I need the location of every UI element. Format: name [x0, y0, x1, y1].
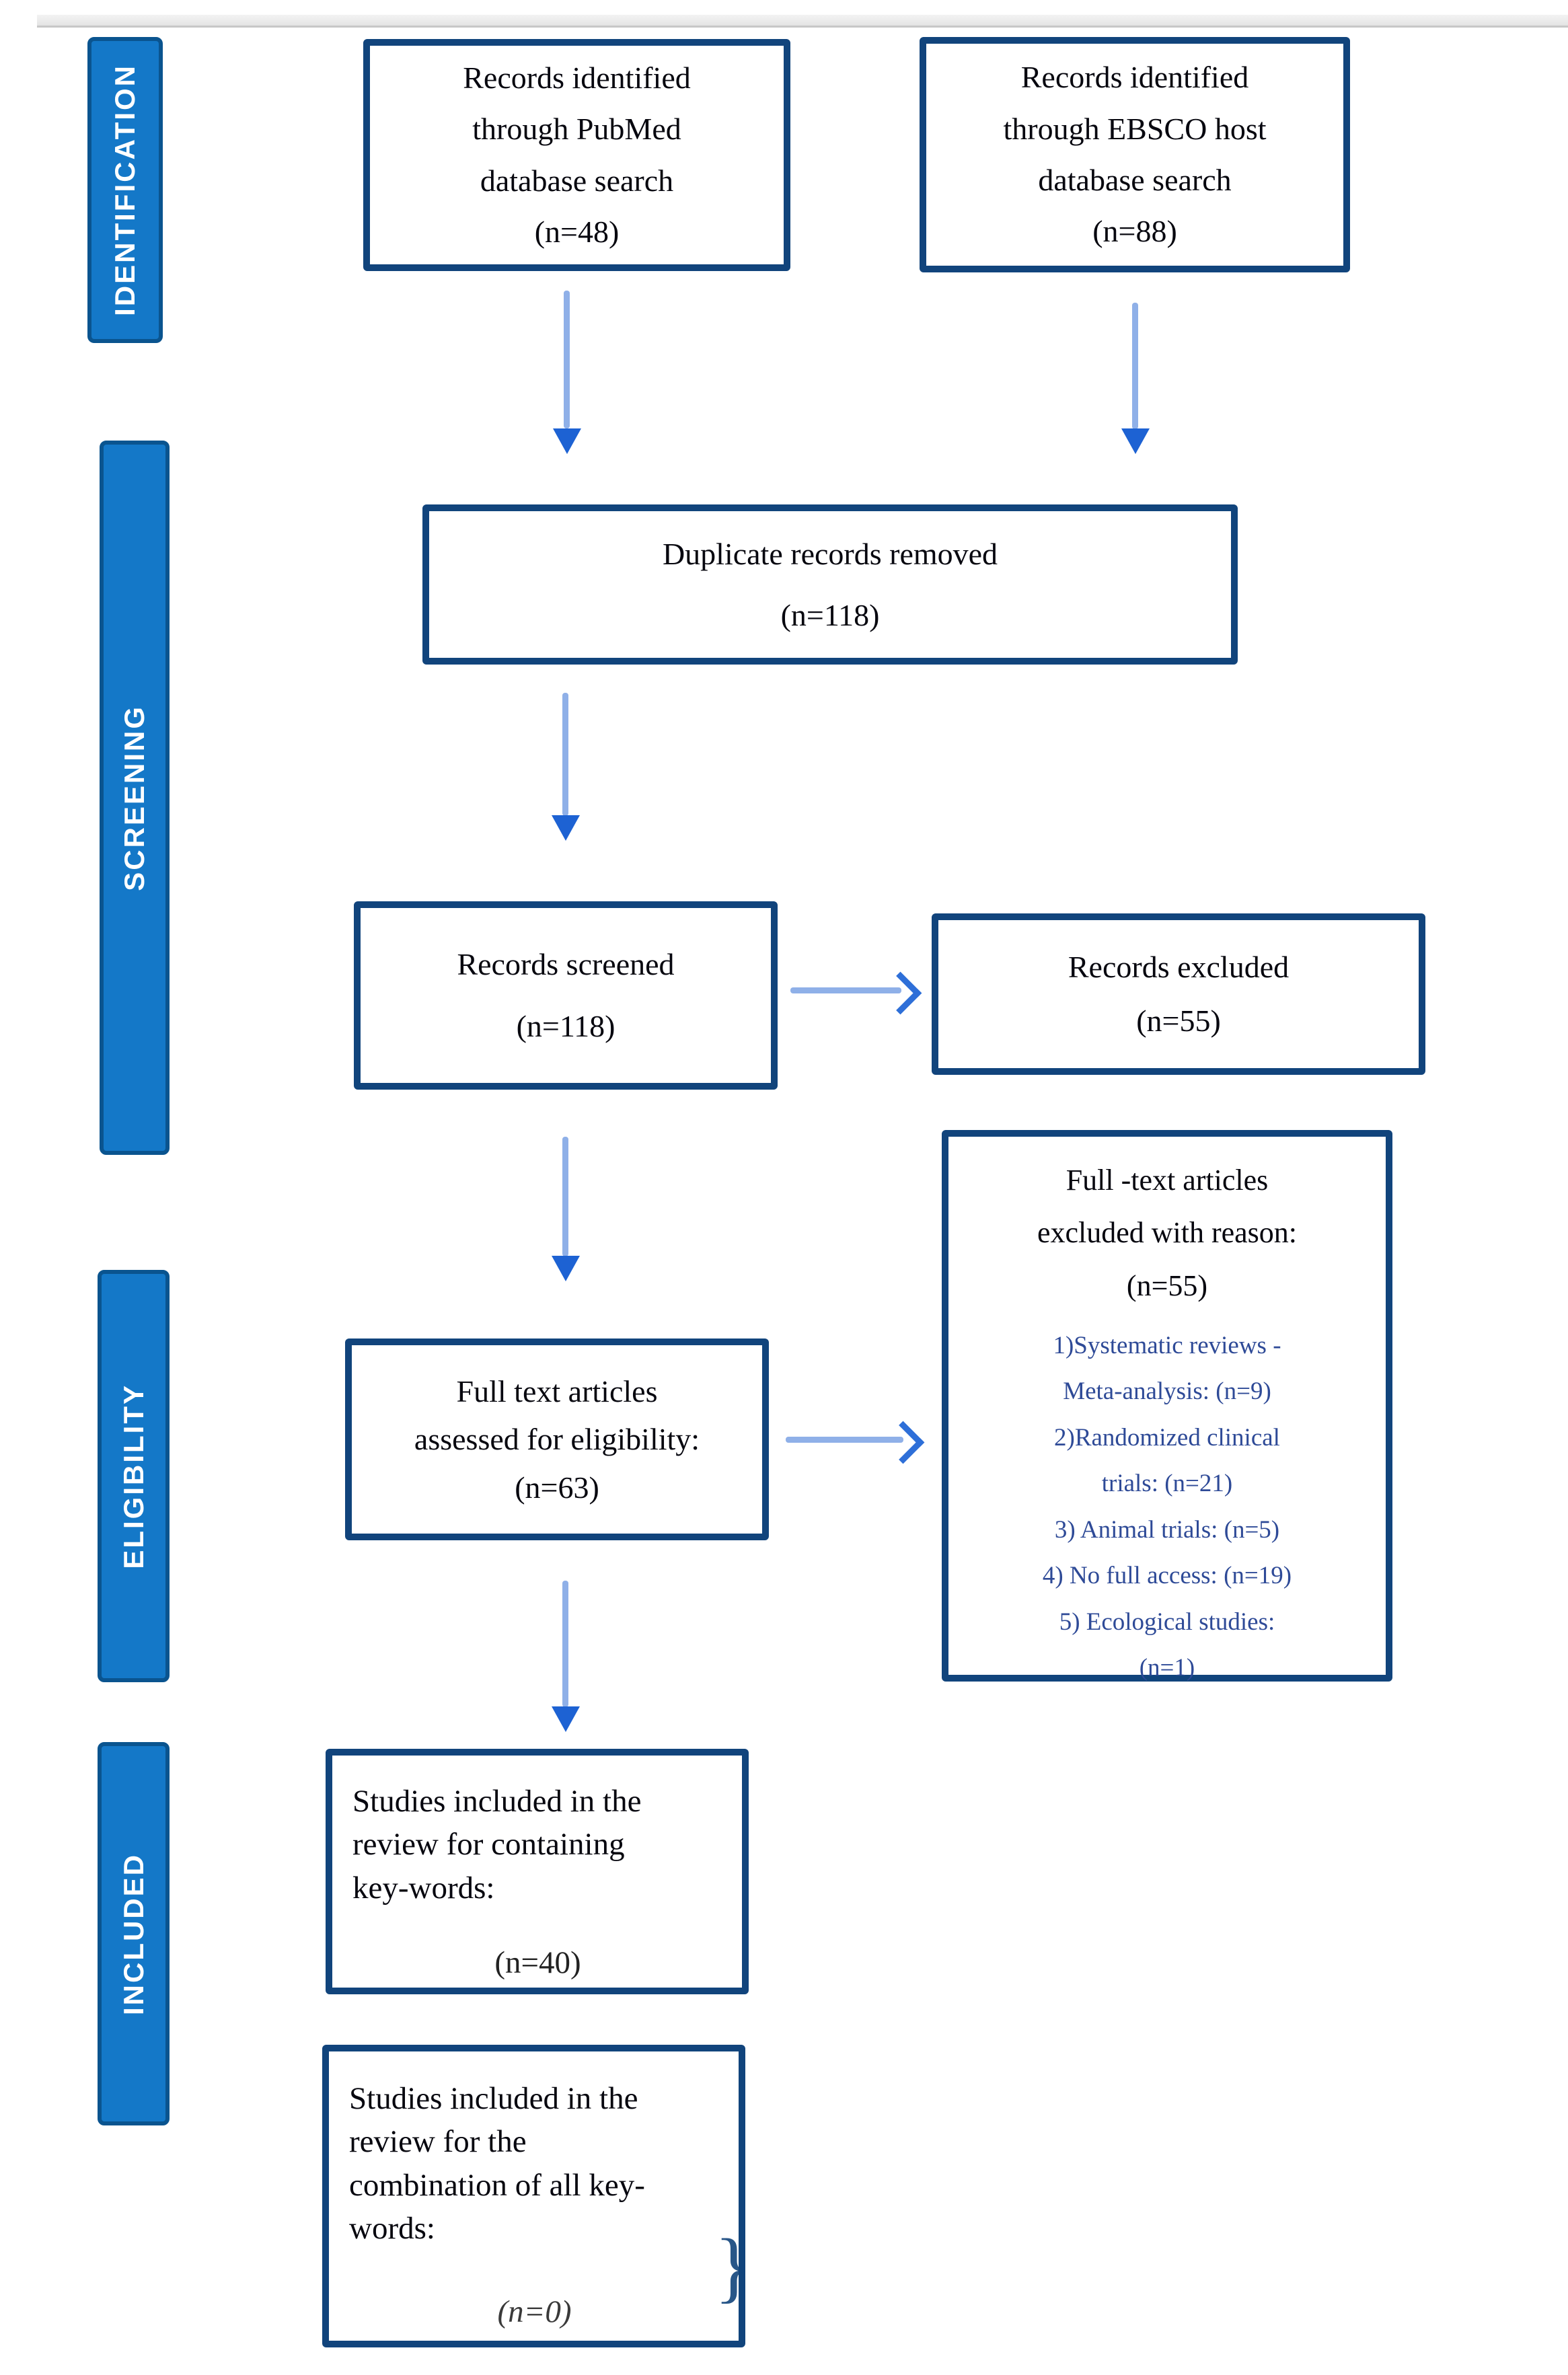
arrow-stem [786, 1437, 903, 1443]
arrow-head-icon [1121, 428, 1150, 454]
exclusion-reason-list: 1)Systematic reviews - Meta-analysis: (n… [1042, 1331, 1292, 1682]
arrow-head-icon [552, 1256, 580, 1281]
box-text-line: Duplicate records removed [662, 537, 998, 572]
sidebar-label-included: INCLUDED [117, 1852, 149, 2015]
sidebar-bar-identification: IDENTIFICATION [87, 37, 163, 343]
arrow-stem [564, 291, 570, 428]
box-records-screened: Records screened (n=118) [354, 901, 778, 1090]
arrow-stem [790, 987, 901, 993]
arrow-stem [562, 693, 568, 816]
box-text: Full text articles assessed for eligibil… [414, 1374, 700, 1505]
box-records-identified-pubmed: Records identified through PubMed databa… [363, 39, 790, 271]
box-count: (n=40) [494, 1945, 581, 1981]
arrow-head-icon [879, 971, 922, 1015]
sidebar-bar-screening: SCREENING [100, 441, 170, 1155]
sidebar-bar-eligibility: ELIGIBILITY [98, 1270, 170, 1682]
box-text: Records identified through PubMed databa… [463, 60, 691, 249]
box-text: Studies included in the review for the c… [349, 2081, 645, 2247]
box-text: Records excluded (n=55) [1068, 949, 1290, 1039]
box-text: Records identified through EBSCO host da… [1003, 60, 1267, 249]
box-fulltext-excluded-reasons: Full -text articles excluded with reason… [942, 1130, 1392, 1682]
box-heading: Full -text articles excluded with reason… [1037, 1164, 1298, 1302]
arrow-head-icon [552, 1706, 580, 1732]
box-count: (n=0) [497, 2294, 572, 2329]
arrow-stem [562, 1137, 568, 1256]
top-divider [37, 15, 1568, 28]
box-records-identified-ebsco: Records identified through EBSCO host da… [920, 37, 1350, 272]
box-count: (n=118) [780, 597, 880, 632]
arrow-stem [1132, 303, 1138, 429]
box-records-excluded: Records excluded (n=55) [932, 913, 1425, 1075]
sidebar-label-eligibility: ELIGIBILITY [117, 1383, 149, 1569]
scan-brace-artifact: } [714, 2222, 753, 2310]
sidebar-bar-included: INCLUDED [98, 1742, 170, 2125]
box-text: Records screened (n=118) [457, 947, 675, 1043]
arrow-head-icon [881, 1421, 925, 1464]
arrow-stem [562, 1581, 568, 1707]
sidebar-label-screening: SCREENING [118, 704, 150, 891]
arrow-head-icon [553, 428, 581, 454]
arrow-head-icon [552, 815, 580, 841]
box-included-keywords: Studies included in the review for conta… [326, 1749, 749, 1994]
box-duplicate-records-removed: Duplicate records removed (n=118) [422, 504, 1238, 665]
sidebar-label-identification: IDENTIFICATION [109, 64, 141, 316]
box-fulltext-assessed-eligibility: Full text articles assessed for eligibil… [345, 1339, 769, 1540]
box-text: Studies included in the review for conta… [352, 1784, 642, 1906]
box-included-combination: Studies included in the review for the c… [322, 2045, 745, 2347]
